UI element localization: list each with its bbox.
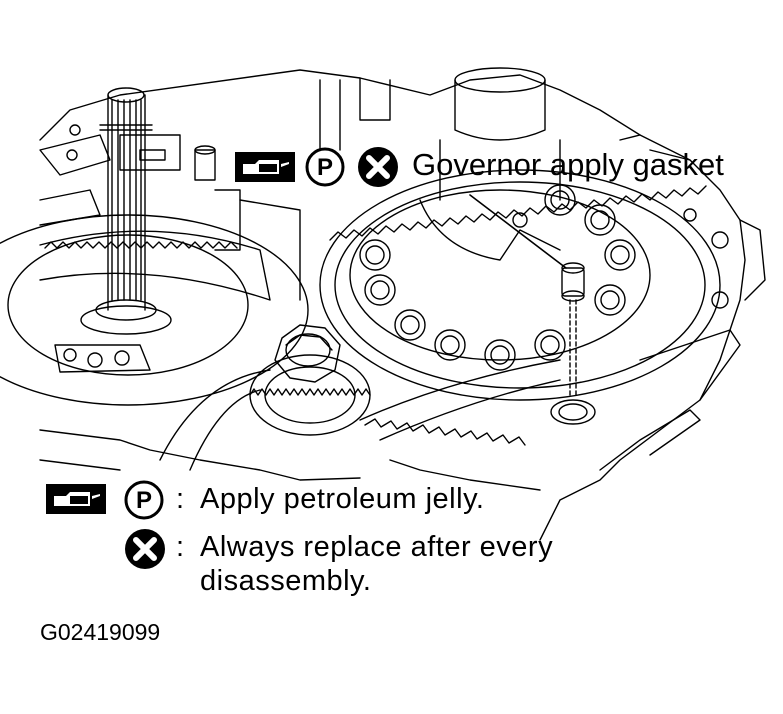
always-replace-icon xyxy=(358,147,398,187)
legend-text-always-replace-2: disassembly. xyxy=(200,565,372,597)
svg-text:P: P xyxy=(317,154,333,181)
legend-text-always-replace-1: Always replace after every xyxy=(200,531,554,563)
svg-text:P: P xyxy=(136,487,152,514)
ring-gear xyxy=(319,169,721,401)
input-shaft xyxy=(107,94,146,311)
figure-id: G02419099 xyxy=(40,619,161,645)
legend-text-petroleum-jelly: Apply petroleum jelly. xyxy=(200,483,485,515)
legend-separator-1: : xyxy=(176,483,185,515)
legend-separator-2: : xyxy=(176,531,185,563)
legend-oil-can-icon xyxy=(46,484,106,514)
legend-always-replace-icon xyxy=(125,529,165,569)
petroleum-jelly-icon: P xyxy=(305,147,345,187)
left-gear xyxy=(39,230,271,301)
governor-gasket-part xyxy=(561,267,585,297)
callout-leader xyxy=(469,194,567,269)
callout-label: Governor apply gasket xyxy=(412,147,724,182)
legend-petroleum-jelly-icon: P xyxy=(124,480,164,520)
oil-can-icon xyxy=(235,152,295,182)
case-outline xyxy=(39,69,746,541)
pinion-nut xyxy=(274,324,341,383)
